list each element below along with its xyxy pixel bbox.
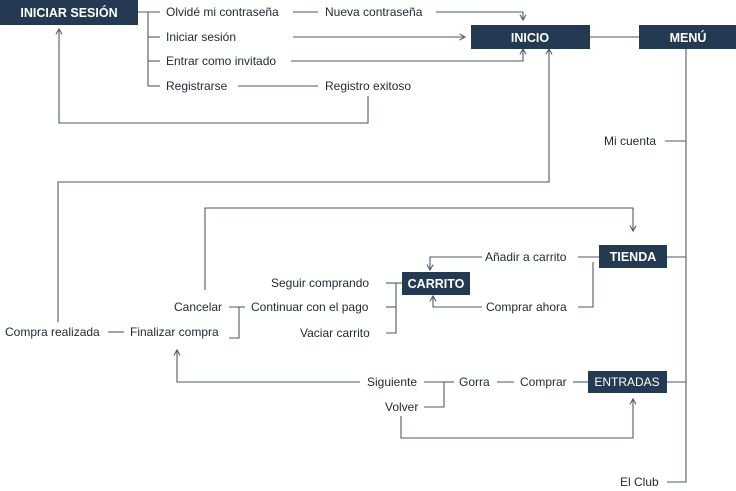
connectors	[55, 11, 687, 483]
label-seguir-comprando[interactable]: Seguir comprando	[271, 276, 369, 290]
node-inicio[interactable]: INICIO	[471, 25, 590, 49]
edge-carrito-bracket	[386, 282, 397, 334]
edge-cancelar-bracket	[229, 306, 240, 339]
label-continuar-pago[interactable]: Continuar con el pago	[251, 300, 369, 314]
edge-exitoso-login	[55, 27, 369, 124]
label-olvide-contrasena[interactable]: Olvidé mi contraseña	[166, 5, 279, 19]
label-entrar-invitado[interactable]: Entrar como invitado	[166, 54, 276, 68]
node-carrito-label: CARRITO	[408, 277, 465, 291]
label-iniciar-sesion[interactable]: Iniciar sesión	[166, 30, 236, 44]
label-nueva-contrasena[interactable]: Nueva contraseña	[325, 5, 423, 19]
edge-split-bracket	[424, 381, 445, 408]
node-carrito[interactable]: CARRITO	[402, 272, 470, 295]
label-cancelar[interactable]: Cancelar	[174, 300, 222, 314]
node-entradas[interactable]: ENTRADAS	[588, 371, 667, 393]
label-gorra[interactable]: Gorra	[459, 375, 490, 389]
edge-volver-entradas	[400, 397, 637, 439]
edge-invitado-inicio	[291, 47, 527, 62]
label-volver[interactable]: Volver	[385, 400, 418, 414]
node-menu[interactable]: MENÚ	[639, 25, 736, 49]
label-registro-exitoso: Registro exitoso	[325, 79, 411, 93]
label-vaciar-carrito[interactable]: Vaciar carrito	[300, 326, 370, 340]
edge-nueva-inicio	[436, 11, 527, 22]
node-iniciar-sesion[interactable]: INICIAR SESIÓN	[0, 0, 138, 25]
label-finalizar-compra[interactable]: Finalizar compra	[130, 325, 219, 339]
label-mi-cuenta[interactable]: Mi cuenta	[604, 134, 656, 148]
node-menu-label: MENÚ	[670, 30, 707, 45]
edge-compra-inicio	[57, 47, 553, 322]
edge-menu-trunk	[667, 49, 687, 483]
node-iniciar-sesion-label: INICIAR SESIÓN	[20, 5, 117, 20]
label-registrarse[interactable]: Registrarse	[166, 79, 228, 93]
label-comprar[interactable]: Comprar	[520, 375, 567, 389]
edge-anadir-carrito	[426, 256, 482, 272]
label-compra-realizada: Compra realizada	[5, 325, 100, 339]
label-el-club[interactable]: El Club	[620, 475, 659, 489]
edge-comprarahora-carrito	[429, 294, 482, 308]
label-siguiente[interactable]: Siguiente	[367, 375, 417, 389]
edge-siguiente-finalizar	[173, 348, 360, 383]
node-inicio-label: INICIO	[511, 31, 549, 45]
node-tienda-label: TIENDA	[610, 250, 657, 264]
labels: Olvidé mi contraseña Nueva contraseña In…	[5, 5, 659, 489]
edge-cancelar-tienda	[204, 207, 637, 290]
node-tienda[interactable]: TIENDA	[599, 245, 667, 268]
label-comprar-ahora[interactable]: Comprar ahora	[486, 300, 567, 314]
edge-tienda-comprarahora	[578, 262, 594, 308]
label-anadir-carrito[interactable]: Añadir a carrito	[485, 250, 567, 264]
node-entradas-label: ENTRADAS	[594, 375, 659, 389]
